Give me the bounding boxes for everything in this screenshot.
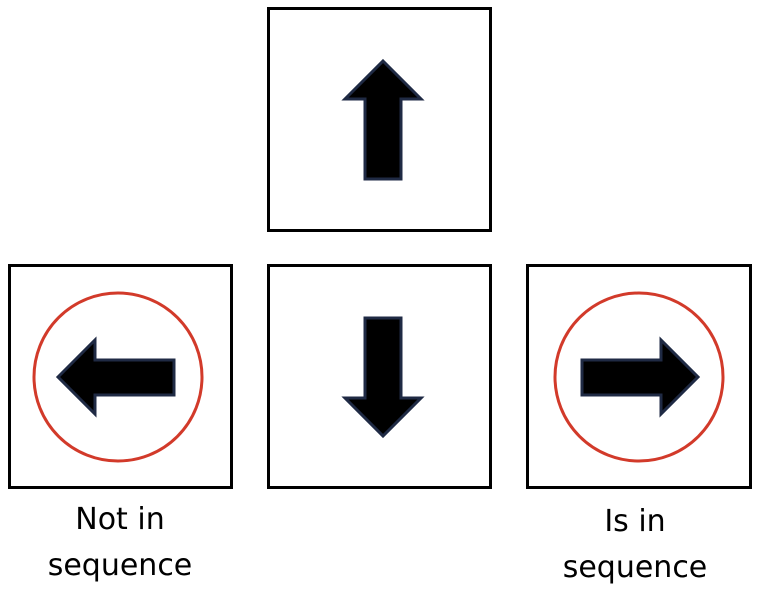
arrow-shape [341, 316, 425, 439]
key-down [267, 264, 492, 489]
highlight-circle [32, 291, 204, 463]
arrow-shape [341, 58, 425, 181]
caption-is-in-sequence: Is in sequence [525, 499, 745, 591]
arrow-shape [55, 336, 176, 418]
up-arrow-icon [341, 58, 425, 181]
key-up [267, 7, 492, 232]
caption-line: sequence [47, 548, 193, 583]
highlight-circle [553, 291, 725, 463]
right-arrow-icon [553, 291, 725, 463]
key-right [526, 264, 752, 489]
caption-line: Not in [75, 502, 165, 537]
down-arrow-icon [341, 316, 425, 439]
caption-line: sequence [562, 550, 708, 585]
key-left [8, 264, 233, 489]
arrow-shape [580, 336, 701, 418]
left-arrow-icon [32, 291, 204, 463]
caption-line: Is in [604, 504, 666, 539]
caption-not-in-sequence: Not in sequence [10, 497, 230, 589]
